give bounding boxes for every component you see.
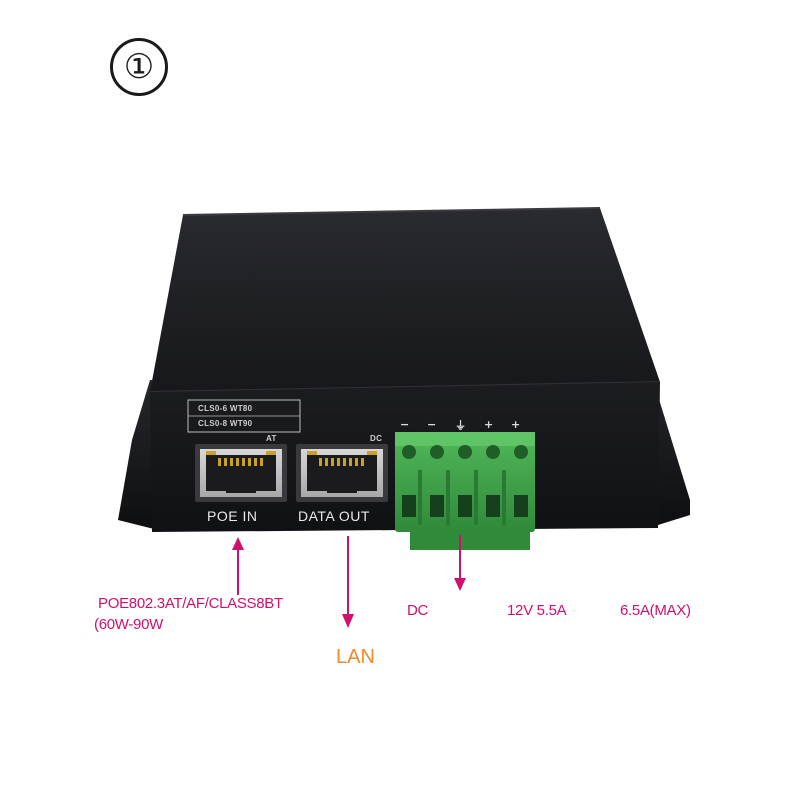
port2-label: DATA OUT <box>298 508 370 524</box>
ground-icon: ⏚ <box>455 419 466 432</box>
port2-top-label: DC <box>370 434 383 443</box>
terminal-block <box>395 432 535 550</box>
label-box-line1: CLS0-6 WT80 <box>198 404 253 413</box>
enclosure-top <box>150 208 660 392</box>
annotation-dc: DC <box>407 602 429 619</box>
annotation-voltage-current: 12V 5.5A <box>507 602 567 619</box>
terminal-sign-2: − <box>427 418 437 431</box>
label-box-line2: CLS0-8 WT90 <box>198 419 253 428</box>
port1-top-label: AT <box>266 434 277 443</box>
arrow-poe-in <box>232 537 244 595</box>
annotation-poe-power: (60W-90W <box>94 616 164 633</box>
arrow-lan <box>342 536 354 628</box>
terminal-sign-4: + <box>484 418 494 431</box>
annotation-max-current: 6.5A(MAX) <box>620 602 691 619</box>
left-flange <box>118 380 158 530</box>
terminal-sign-5: + <box>511 418 521 431</box>
rj45-port-data-out <box>296 444 388 502</box>
arrow-dc <box>454 535 466 591</box>
annotation-poe-standard: POE802.3AT/AF/CLASS8BT <box>98 595 283 612</box>
rj45-port-poe-in <box>195 444 287 502</box>
port1-label: POE IN <box>207 508 258 524</box>
annotation-lan: LAN <box>336 646 375 668</box>
step-number-badge: ① <box>110 38 168 96</box>
terminal-sign-1: − <box>400 418 410 431</box>
